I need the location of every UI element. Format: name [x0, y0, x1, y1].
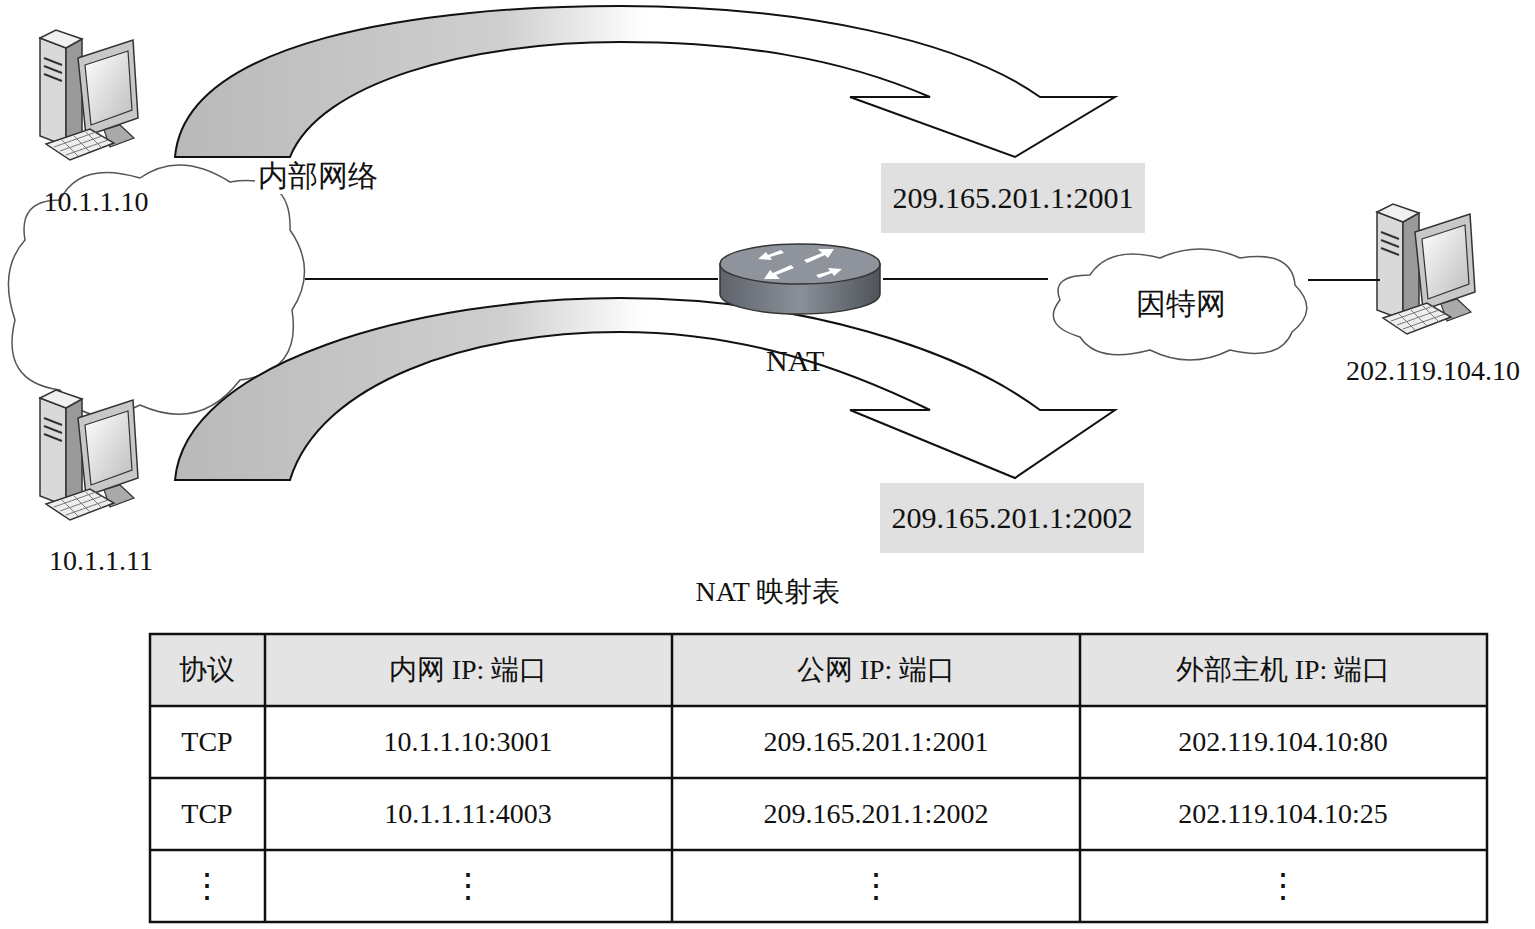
network-link: [305, 278, 718, 280]
table-header-cell: 外部主机 IP: 端口: [1176, 654, 1391, 686]
computer-icon: [40, 30, 138, 160]
public-address-box: 209.165.201.1:2002: [880, 483, 1145, 553]
computer-icon: [1377, 204, 1475, 334]
cloud-outline: [1048, 245, 1313, 363]
table-header-cell: 内网 IP: 端口: [389, 654, 548, 686]
public-address-box: 209.165.201.1:2001: [881, 163, 1146, 233]
wire: [1308, 279, 1380, 281]
table-cell: 209.165.201.1:2002: [764, 798, 989, 830]
table-header-cell: 协议: [179, 654, 235, 686]
node-text: 209.165.201.1:2001: [893, 181, 1134, 216]
table-grid: [150, 634, 1487, 922]
node-text: 209.165.201.1:2002: [892, 501, 1133, 536]
table-header-cell: 公网 IP: 端口: [797, 654, 956, 686]
table-ellipsis: ⋮: [859, 866, 893, 905]
node-text: 因特网: [1136, 287, 1226, 322]
host-address: 10.1.1.11: [49, 545, 153, 577]
table-ellipsis: ⋮: [1266, 866, 1300, 905]
host-address: 202.119.104.10: [1346, 355, 1520, 387]
table-header: [150, 634, 1487, 706]
table-ellipsis: ⋮: [190, 866, 224, 905]
table-cell: TCP: [181, 726, 232, 758]
table-cell: 10.1.1.10:3001: [384, 726, 553, 758]
network-link: [883, 278, 1048, 280]
flow-arrow: [175, 6, 1115, 157]
table-cell: 209.165.201.1:2001: [764, 726, 989, 758]
table-cell: 202.119.104.10:80: [1178, 726, 1388, 758]
table-ellipsis: ⋮: [451, 866, 485, 905]
table-title: NAT 映射表: [696, 576, 841, 608]
flow-arrow: [175, 298, 1115, 480]
table-cell: 202.119.104.10:25: [1178, 798, 1388, 830]
table-cell: 10.1.1.11:4003: [384, 798, 552, 830]
node-text: 内部网络: [255, 159, 381, 194]
host-address: 10.1.1.10: [44, 186, 149, 218]
table-cell: TCP: [181, 798, 232, 830]
computer-icon: [40, 390, 138, 520]
internet-cloud: 因特网: [1048, 245, 1313, 363]
